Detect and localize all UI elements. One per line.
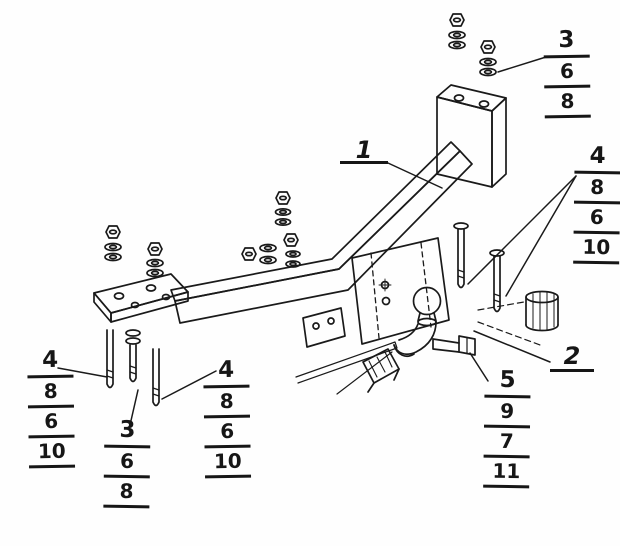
left-mounting-plate bbox=[93, 273, 189, 323]
towbar-crossbeam bbox=[170, 141, 473, 324]
nut-washer-stack-right-b bbox=[479, 40, 497, 77]
mounting-bolt-left-2 bbox=[125, 329, 141, 383]
stack-item: 6 bbox=[543, 57, 591, 89]
leader-stack-bottom-left bbox=[129, 389, 139, 426]
leader-lines bbox=[57, 56, 577, 426]
side-bracket bbox=[302, 307, 346, 348]
stack-item: 11 bbox=[483, 457, 530, 489]
tow-ball bbox=[393, 286, 442, 357]
stack-header: 5 bbox=[484, 365, 531, 399]
leader-stack-mid-right-b bbox=[505, 175, 577, 297]
stack-item: 6 bbox=[204, 417, 251, 449]
stack-item: 8 bbox=[573, 173, 620, 205]
support-strip bbox=[295, 341, 398, 395]
nut-washer-stack-left-b bbox=[146, 242, 164, 278]
callout-item-2: 2 bbox=[550, 342, 594, 372]
parts-stack-left: 4 8 6 10 bbox=[26, 345, 76, 469]
electrical-socket bbox=[362, 348, 400, 393]
mounting-bolt-left-1 bbox=[106, 329, 114, 389]
rubber-buffer bbox=[525, 290, 559, 332]
stack-item: 7 bbox=[483, 427, 530, 459]
projection-lines bbox=[477, 301, 541, 346]
parts-stack-bottom-center: 4 8 6 10 bbox=[202, 355, 252, 479]
stack-item: 6 bbox=[573, 203, 620, 235]
stack-item: 8 bbox=[27, 377, 75, 409]
stack-header: 4 bbox=[202, 355, 250, 389]
nut-washer-stack-right-a bbox=[448, 13, 466, 50]
mounting-bolt-right-1 bbox=[453, 222, 469, 289]
parts-stack-top-right: 3 6 8 bbox=[543, 25, 591, 119]
callout-item-1: 1 bbox=[340, 136, 388, 164]
leader-stack-bottom-right bbox=[469, 352, 489, 382]
mounting-bolt-left-3 bbox=[152, 348, 160, 407]
hitch-bolt bbox=[432, 335, 476, 356]
stack-item: 10 bbox=[28, 437, 76, 469]
leader-item2 bbox=[473, 330, 551, 363]
stack-item: 8 bbox=[544, 87, 591, 119]
stack-item: 9 bbox=[483, 397, 531, 429]
leader-stack-bottom-center bbox=[161, 370, 217, 400]
nut-washer-stack-center-top bbox=[274, 191, 292, 227]
parts-stack-mid-right: 4 8 6 10 bbox=[573, 141, 620, 265]
center-bracket bbox=[351, 237, 450, 345]
stack-item: 8 bbox=[103, 477, 150, 509]
stack-header: 3 bbox=[543, 25, 590, 59]
leader-stack-mid-right-a bbox=[467, 175, 577, 285]
parts-stack-bottom-right: 5 9 7 11 bbox=[483, 365, 531, 489]
stack-item: 10 bbox=[204, 447, 252, 479]
stack-item: 10 bbox=[573, 233, 620, 265]
stack-header: 3 bbox=[104, 415, 151, 449]
leader-stack-left bbox=[57, 367, 108, 378]
stack-header: 4 bbox=[574, 141, 620, 175]
leader-item1 bbox=[387, 162, 443, 189]
washer-group-center bbox=[241, 233, 301, 268]
stack-item: 6 bbox=[28, 407, 75, 439]
stack-item: 6 bbox=[103, 447, 151, 479]
parts-stack-bottom-left: 3 6 8 bbox=[103, 415, 151, 509]
stack-header: 4 bbox=[26, 345, 74, 379]
leader-stack-top-right bbox=[497, 56, 547, 73]
right-mounting-plate bbox=[436, 84, 507, 188]
nut-washer-stack-left-a bbox=[104, 225, 122, 262]
stack-item: 8 bbox=[203, 387, 251, 419]
